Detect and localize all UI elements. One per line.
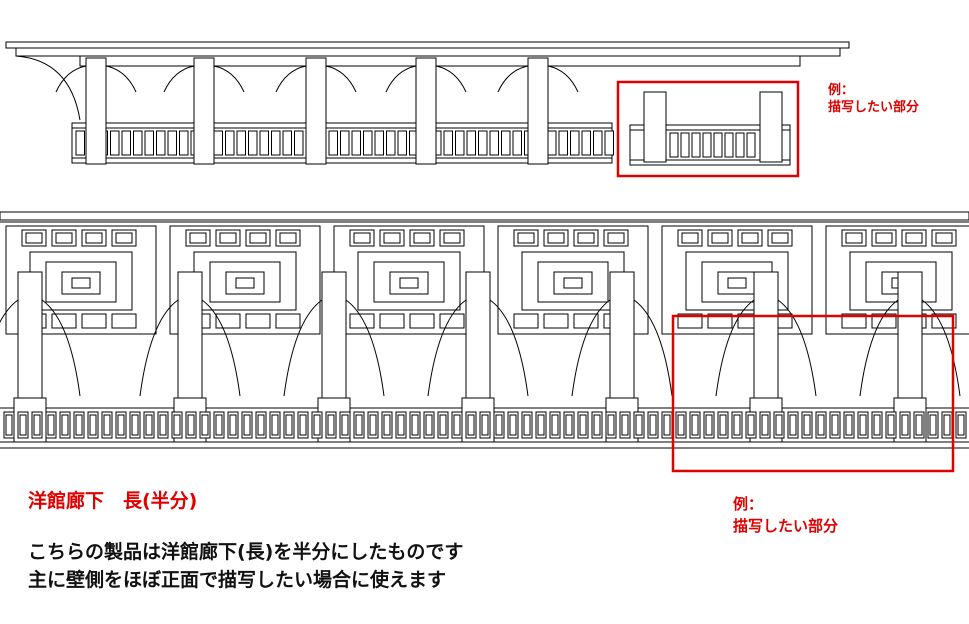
highlight-box-bottom: [671, 314, 955, 473]
highlight-detail-top: [629, 91, 791, 166]
corridor-perspective-view: [0, 211, 969, 449]
description-line-2: 主に壁側をほぼ正面で描写したい場合に使えます: [28, 569, 447, 591]
highlight-box-top: [616, 80, 800, 178]
annotation-top-text: 描写したい部分: [828, 100, 920, 115]
description-line-1: こちらの製品は洋館廊下(長)を半分にしたものです: [28, 541, 464, 563]
annotation-top-label: 例：: [828, 83, 855, 98]
annotation-top: 例： 描写したい部分: [828, 82, 919, 116]
annotation-bottom: 例： 描写したい部分: [733, 493, 838, 537]
product-description: こちらの製品は洋館廊下(長)を半分にしたものです 主に壁側をほぼ正面で描写したい…: [28, 538, 463, 594]
corridor-front-view: [5, 41, 850, 165]
product-title: 洋館廊下 長(半分): [28, 490, 198, 512]
annotation-bottom-label: 例：: [733, 495, 764, 513]
annotation-bottom-text: 描写したい部分: [733, 517, 839, 535]
